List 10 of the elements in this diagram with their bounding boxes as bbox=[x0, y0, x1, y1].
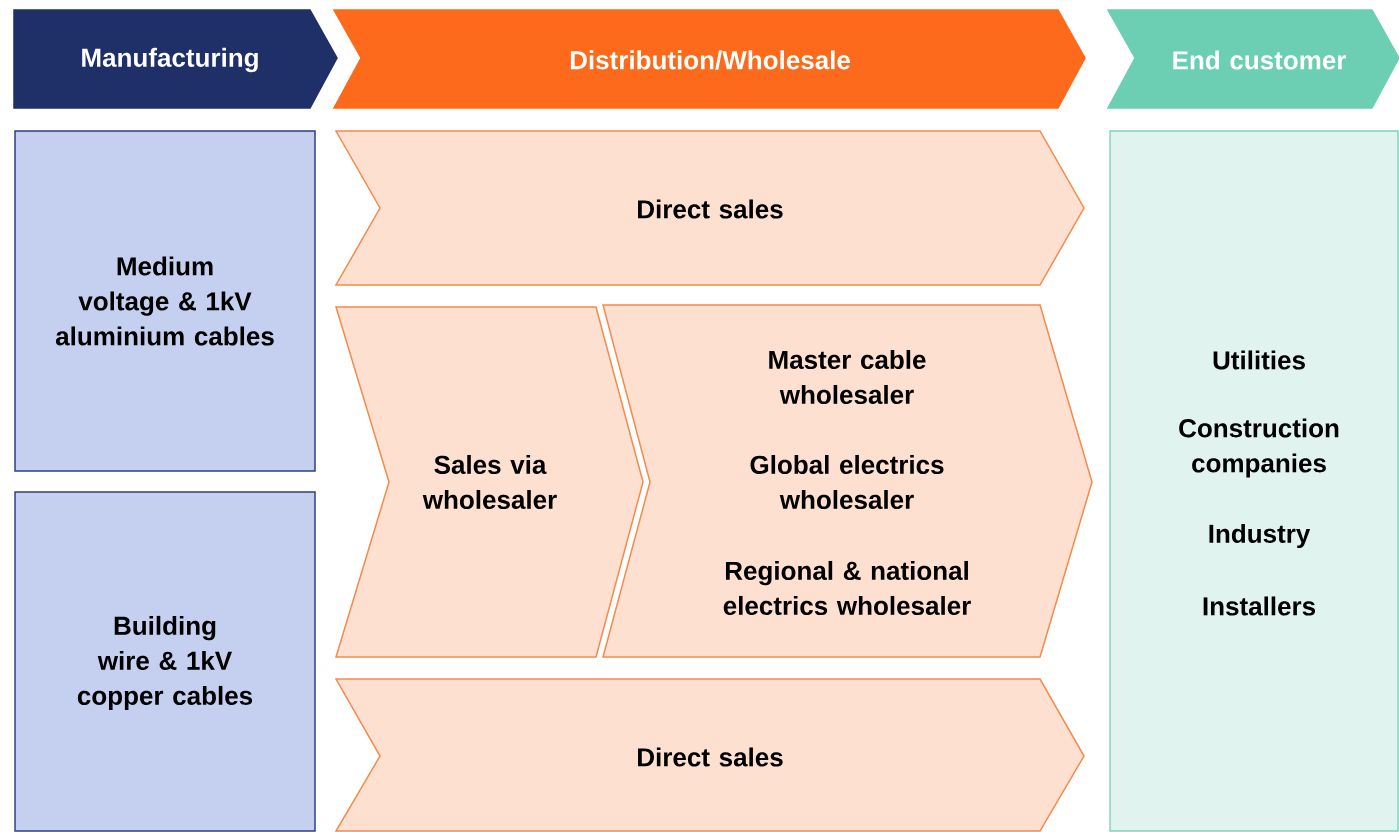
sales-channel-band: Direct sales bbox=[334, 130, 1085, 286]
sales-channel-band: Master cable wholesaler Global electrics wholesaler Regional & national electrics wholesaler bbox=[602, 304, 1093, 658]
cable-box: Medium voltage & 1kV aluminium cables bbox=[14, 130, 316, 472]
sales-channel-band: Sales via wholesaler bbox=[335, 306, 644, 658]
stage-header: End customer bbox=[1106, 9, 1399, 109]
stage-header: Manufacturing bbox=[13, 9, 338, 109]
customer-box: Utilities Construction companies Industry Installers bbox=[1109, 130, 1399, 832]
stage-header: Distribution/Wholesale bbox=[332, 9, 1086, 109]
cable-box: Building wire & 1kV copper cables bbox=[14, 491, 316, 832]
sales-channel-band: Direct sales bbox=[334, 678, 1085, 832]
